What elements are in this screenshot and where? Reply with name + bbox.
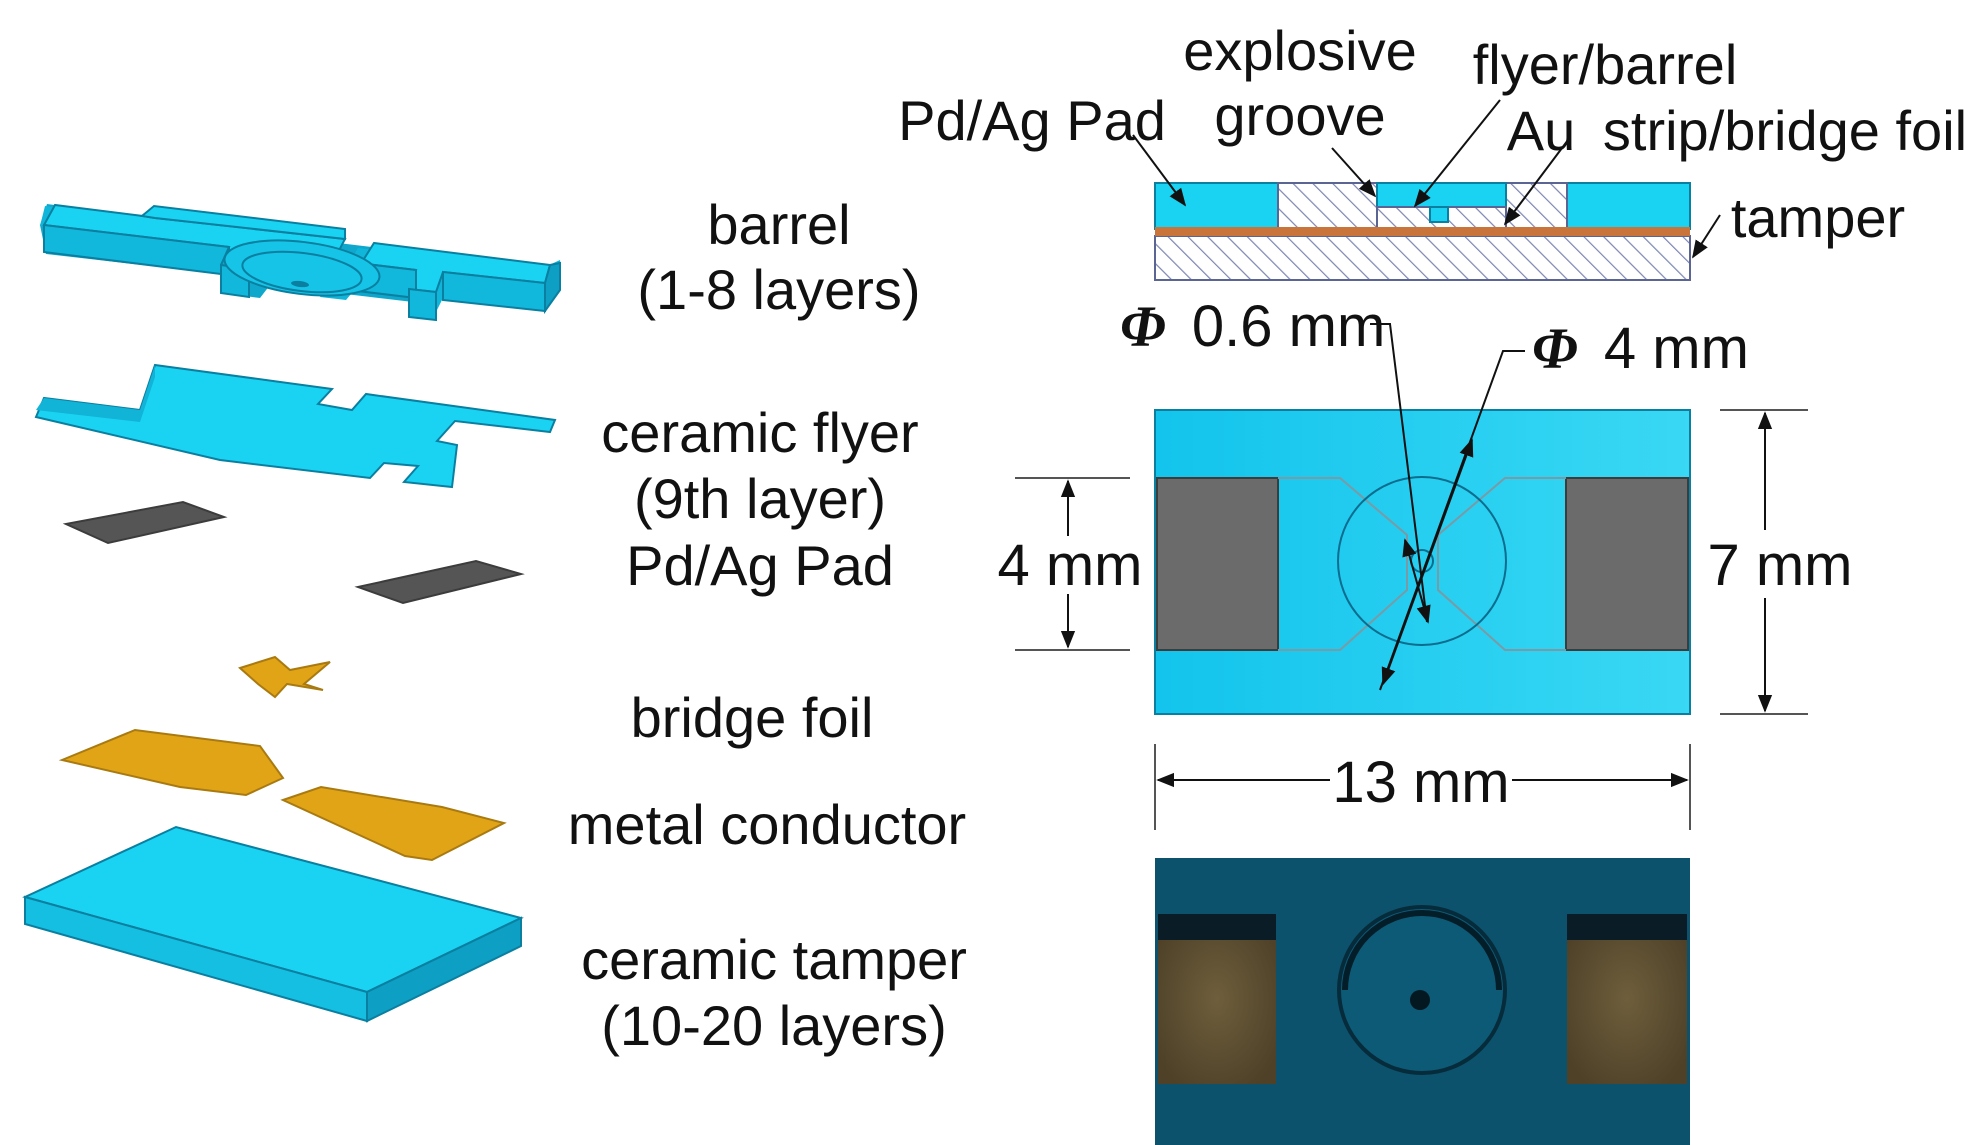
dim-chip-width: 13 mm — [1332, 750, 1509, 815]
label-ceramic-tamper: ceramic tamper — [581, 928, 967, 991]
label-barrel-layers: (1-8 layers) — [637, 258, 920, 321]
chip-photo — [1155, 858, 1690, 1145]
label-tamper-layers: (10-20 layers) — [601, 994, 946, 1057]
label-flyer-barrel: flyer/barrel — [1473, 33, 1738, 96]
section-hole — [1429, 206, 1449, 223]
ceramic-tamper-layer — [22, 825, 524, 1023]
metal-conductor-right — [280, 785, 507, 862]
section-barrel-left — [1277, 182, 1378, 230]
photo-pad-right — [1567, 914, 1687, 1084]
bridge-foil-piece — [238, 655, 331, 699]
barrel-layer — [40, 203, 561, 322]
label-explosive: explosive — [1183, 19, 1416, 82]
photo-hole — [1410, 990, 1430, 1010]
chip-pad-left — [1156, 477, 1279, 651]
label-pad: Pd/Ag Pad — [626, 534, 894, 597]
label-barrel: barrel — [707, 193, 850, 256]
label-ceramic-flyer: ceramic flyer — [601, 401, 918, 464]
chip-pad-right — [1565, 477, 1689, 651]
ceramic-flyer-layer — [34, 363, 557, 489]
leader-flyer-barrel — [1413, 99, 1501, 208]
label-flyer-layer: (9th layer) — [634, 467, 886, 530]
top-view: Φ 0.6 mm Φ 4 mm 4 mm 7 mm 13 mm — [998, 294, 1853, 830]
label-section-tamper: tamper — [1731, 186, 1905, 249]
leader-au — [1503, 139, 1569, 226]
section-tamper — [1154, 235, 1691, 281]
exploded-view: barrel (1-8 layers) ceramic flyer (9th l… — [22, 193, 967, 1057]
photo-groove — [1337, 905, 1507, 1075]
section-pad-right — [1566, 182, 1691, 230]
leader-tamper — [1692, 214, 1721, 259]
photo-pad-left — [1158, 914, 1276, 1084]
label-groove: groove — [1214, 84, 1385, 147]
section-barrel-right — [1505, 182, 1568, 230]
label-bridge-foil: bridge foil — [631, 686, 874, 749]
dim-hole-diameter: Φ 0.6 mm — [1120, 294, 1385, 359]
leader-pad — [1132, 134, 1187, 207]
label-au: Au — [1507, 99, 1576, 162]
dim-groove-diameter: Φ 4 mm — [1532, 316, 1749, 381]
metal-conductor-left — [58, 728, 285, 797]
label-section-pad: Pd/Ag Pad — [898, 89, 1166, 152]
pad-right — [354, 559, 525, 605]
section-gold-layer — [1155, 229, 1690, 236]
cross-section: explosive groove flyer/barrel Pd/Ag Pad … — [898, 19, 1967, 281]
dim-pad-height: 4 mm — [998, 533, 1143, 598]
dim-chip-height: 7 mm — [1708, 533, 1853, 598]
section-groove — [1376, 182, 1507, 208]
leader-groove — [1331, 147, 1377, 198]
pad-left — [62, 500, 228, 545]
label-metal-conductor: metal conductor — [568, 793, 966, 856]
label-strip-bridge-foil: strip/bridge foil — [1603, 99, 1967, 162]
